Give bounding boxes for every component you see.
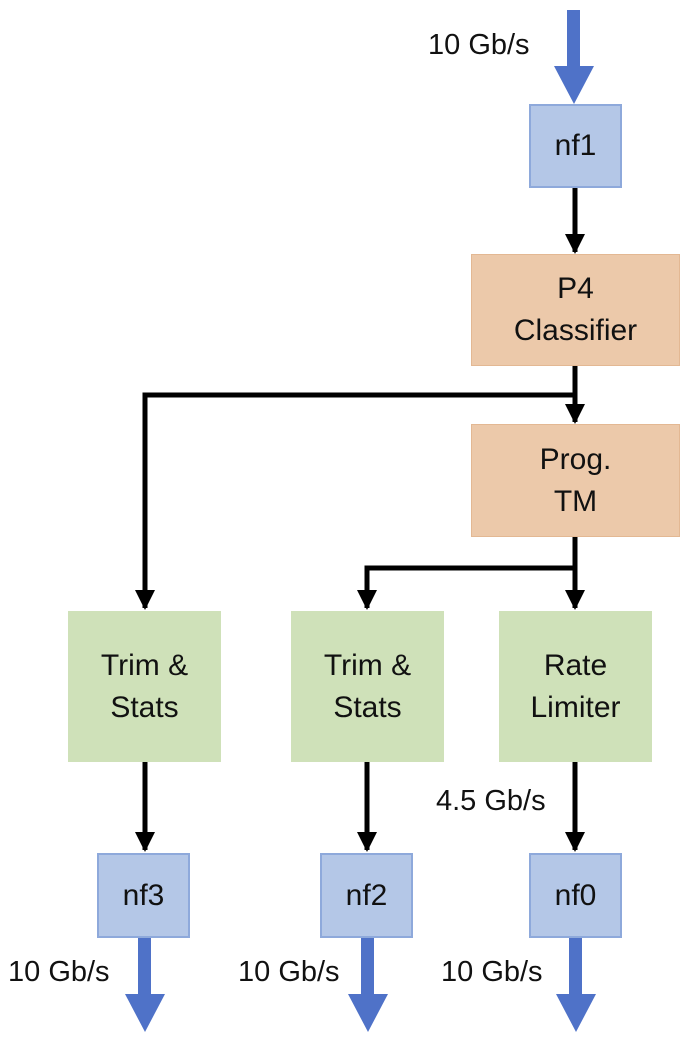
- tm-line-1: Prog.: [539, 442, 612, 476]
- rate-limiter-box: Rate Limiter: [499, 611, 652, 762]
- nf3-label: nf3: [122, 878, 165, 912]
- nf2-port-box: nf2: [320, 853, 413, 938]
- nf3-port-box: nf3: [97, 853, 190, 938]
- left-trim-line-2: Stats: [110, 690, 179, 724]
- nf2-output-rate-label: 10 Gb/s: [238, 956, 340, 988]
- nf0-port-box: nf0: [529, 853, 622, 938]
- left-trim-line-1: Trim &: [100, 648, 189, 682]
- p4-classifier-box: P4 Classifier: [471, 254, 680, 366]
- limited-rate-label: 4.5 Gb/s: [436, 785, 546, 817]
- classifier-line-1: P4: [557, 272, 594, 305]
- rate-limiter-line-1: Rate: [543, 648, 608, 682]
- input-flow-arrow: [554, 10, 594, 104]
- tm-line-2: TM: [553, 484, 598, 518]
- nf0-output-flow-arrow: [556, 938, 596, 1032]
- nf3-output-flow-arrow: [125, 938, 165, 1032]
- nf2-label: nf2: [345, 878, 388, 912]
- tm-to-middle-trim-link: [357, 565, 575, 610]
- rate-limiter-line-2: Limiter: [530, 690, 621, 724]
- left-trim-stats-box: Trim & Stats: [68, 611, 221, 762]
- nf1-label: nf1: [554, 129, 597, 162]
- nf1-port-box: nf1: [529, 104, 622, 188]
- middle-trim-line-1: Trim &: [323, 648, 412, 682]
- middle-trim-line-2: Stats: [333, 690, 402, 724]
- classifier-to-left-trim-link: [135, 392, 575, 610]
- input-rate-label: 10 Gb/s: [428, 29, 530, 61]
- prog-tm-box: Prog. TM: [471, 424, 680, 537]
- nf2-output-flow-arrow: [348, 938, 388, 1032]
- nf0-label: nf0: [554, 878, 597, 912]
- nf0-output-rate-label: 10 Gb/s: [441, 956, 543, 988]
- nf3-output-rate-label: 10 Gb/s: [8, 956, 110, 988]
- classifier-line-2: Classifier: [513, 314, 638, 347]
- middle-trim-stats-box: Trim & Stats: [291, 611, 444, 762]
